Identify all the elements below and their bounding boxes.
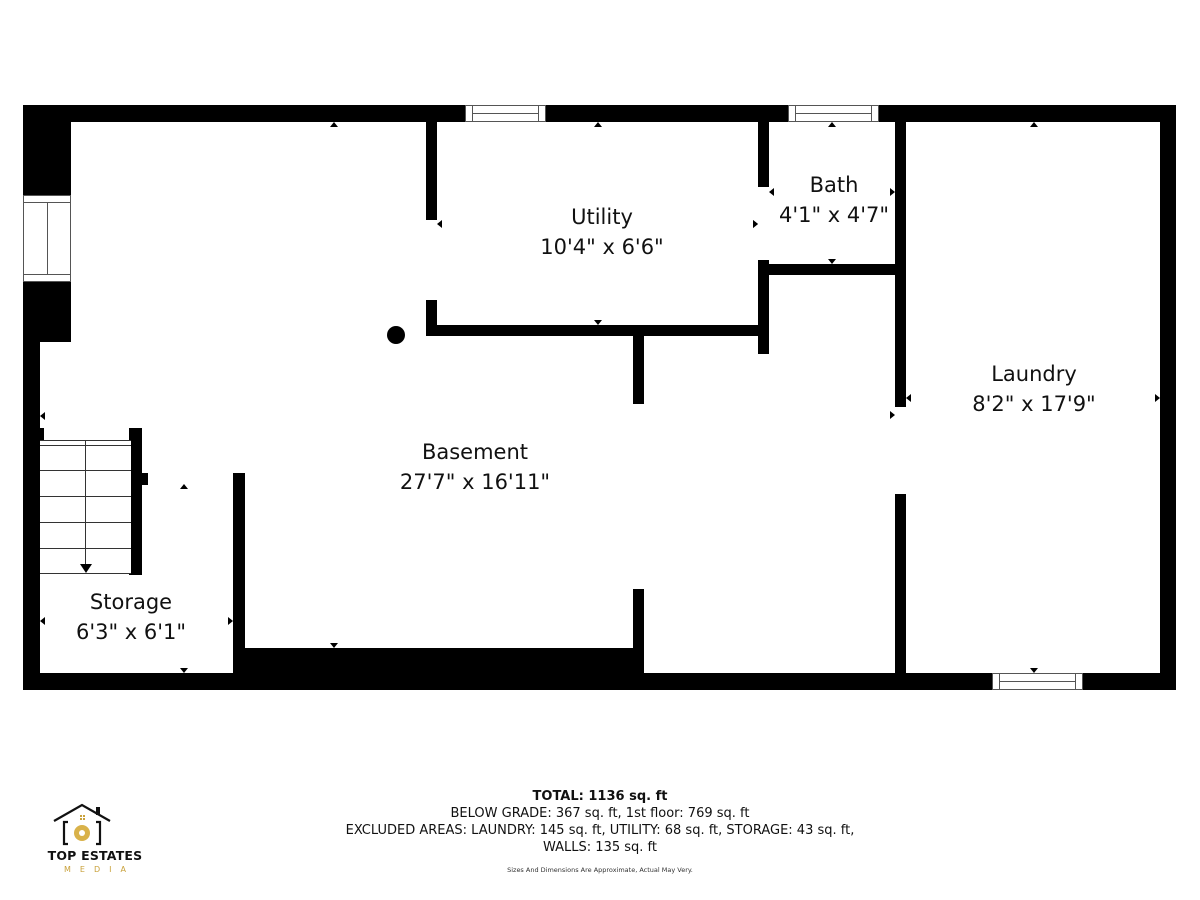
- storage-wall-right: [233, 473, 245, 690]
- logo-brand-text: TOP ESTATES: [47, 848, 143, 863]
- utility-wall-bottom: [426, 325, 769, 336]
- room-name: Utility: [571, 205, 633, 229]
- dimension-marker-icon: [890, 411, 895, 419]
- dimension-marker-icon: [40, 617, 45, 625]
- window-utility: [465, 105, 546, 122]
- dimension-marker-icon: [228, 617, 233, 625]
- room-name: Basement: [421, 440, 529, 464]
- bath-wall-bottom: [758, 264, 906, 275]
- dimension-marker-icon: [180, 668, 188, 673]
- dimension-marker-icon: [828, 259, 836, 264]
- room-label-storage: Storage 6'3" x 6'1": [76, 587, 186, 647]
- disclaimer: Sizes And Dimensions Are Approximate, Ac…: [507, 866, 693, 874]
- room-label-utility: Utility 10'4" x 6'6": [540, 202, 663, 262]
- support-column: [387, 326, 405, 344]
- dimension-marker-icon: [180, 484, 188, 489]
- window-laundry: [992, 673, 1083, 690]
- dimension-marker-icon: [769, 188, 774, 196]
- logo-sub-text: MEDIA: [64, 865, 135, 874]
- room-dimensions: 6'3" x 6'1": [75, 620, 187, 644]
- outer-wall-right: [1160, 105, 1176, 690]
- stair-direction-arrow-icon: [80, 564, 92, 573]
- utility-wall-right-upper: [758, 105, 769, 187]
- window-left: [23, 195, 71, 282]
- basement-bottom-thick: [234, 648, 644, 690]
- utility-wall-stub: [633, 336, 644, 404]
- basement-bottom-stub: [633, 589, 644, 690]
- company-logo: TOP ESTATES MEDIA: [40, 800, 150, 880]
- walls-area: WALLS: 135 sq. ft: [543, 840, 657, 855]
- dimension-marker-icon: [594, 122, 602, 127]
- room-dimensions: 27'7" x 16'11": [399, 470, 551, 494]
- house-camera-icon: [53, 803, 111, 846]
- dimension-marker-icon: [890, 188, 895, 196]
- dimension-marker-icon: [1030, 122, 1038, 127]
- room-label-bath: Bath 4'1" x 4'7": [779, 170, 889, 230]
- room-dimensions: 8'2" x 17'9": [972, 392, 1096, 416]
- room-label-basement: Basement 27'7" x 16'11": [400, 437, 550, 497]
- stair-wall-nib: [140, 473, 148, 485]
- dimension-marker-icon: [1155, 394, 1160, 402]
- window-bath: [788, 105, 879, 122]
- outer-wall-top: [23, 105, 1176, 122]
- dimension-marker-icon: [753, 220, 758, 228]
- dimension-marker-icon: [330, 122, 338, 127]
- room-label-laundry: Laundry 8'2" x 17'9": [972, 359, 1095, 419]
- laundry-wall-left-lower: [895, 494, 906, 690]
- utility-wall-left-lower: [426, 300, 437, 336]
- room-name: Bath: [809, 173, 859, 197]
- floor-plan: Basement 27'7" x 16'11" Utility 10'4" x …: [23, 105, 1176, 690]
- dimension-marker-icon: [330, 643, 338, 648]
- dimension-marker-icon: [1030, 668, 1038, 673]
- room-dimensions: 4'1" x 4'7": [778, 203, 890, 227]
- area-summary: TOTAL: 1136 sq. ft BELOW GRADE: 367 sq. …: [0, 788, 1200, 874]
- dimension-marker-icon: [437, 220, 442, 228]
- room-dimensions: 10'4" x 6'6": [540, 235, 664, 259]
- room-name: Storage: [89, 590, 173, 614]
- utility-wall-left-upper: [426, 105, 437, 220]
- dimension-marker-icon: [594, 320, 602, 325]
- total-area: TOTAL: 1136 sq. ft: [532, 789, 668, 804]
- excluded-areas: EXCLUDED AREAS: LAUNDRY: 145 sq. ft, UTI…: [345, 823, 855, 838]
- dimension-marker-icon: [906, 394, 911, 402]
- utility-wall-right-lower: [758, 260, 769, 354]
- laundry-wall-left-upper: [895, 105, 906, 407]
- dimension-marker-icon: [40, 412, 45, 420]
- below-grade-area: BELOW GRADE: 367 sq. ft, 1st floor: 769 …: [450, 806, 750, 821]
- staircase: [40, 440, 131, 574]
- room-name: Laundry: [991, 362, 1077, 386]
- stair-wall-left-nib: [40, 428, 44, 440]
- dimension-marker-icon: [828, 122, 836, 127]
- stair-wall-right: [129, 428, 142, 575]
